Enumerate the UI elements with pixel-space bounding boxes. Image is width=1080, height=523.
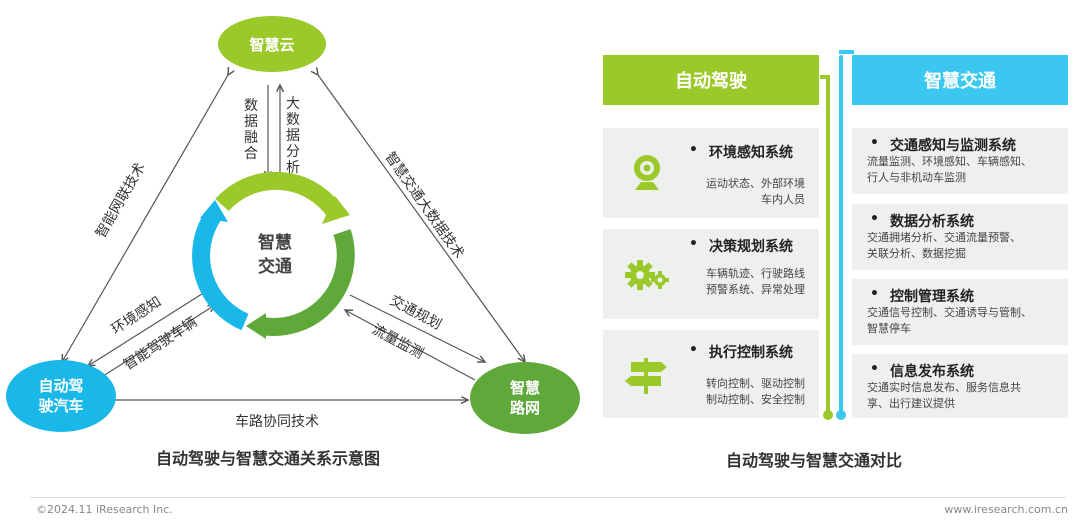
ring-arc-top xyxy=(215,171,343,218)
footer-copyright: ©2024.11 iResearch Inc. xyxy=(36,503,173,516)
card-control-management-bullet: • xyxy=(870,286,879,302)
node-smart-cloud-label: 智慧云 xyxy=(249,35,295,54)
node-smart-road-network-label: 智慧 路网 xyxy=(509,379,540,417)
green-connector-top xyxy=(820,75,830,79)
blue-connector-top xyxy=(839,50,854,54)
ring-arrow-top xyxy=(322,196,350,224)
node-smart-road-network: 智慧 路网 xyxy=(470,362,580,434)
card-control-management: • 控制管理系统 交通信号控制、交通诱导与管制、 智慧停车 xyxy=(852,279,1068,345)
card-execution-control: • 执行控制系统 转向控制、驱动控制 制动控制、安全控制 xyxy=(603,330,819,418)
footer-divider xyxy=(30,497,1066,498)
card-traffic-monitoring-title: 交通感知与监测系统 xyxy=(890,138,1016,154)
card-info-release-desc: 交通实时信息发布、服务信息共 享、出行建议提供 xyxy=(867,381,1021,410)
ring-arc-right xyxy=(260,229,355,336)
label-big-data-analysis: 大数据分析 xyxy=(286,96,300,176)
card-env-perception-bullet: • xyxy=(689,142,698,158)
card-data-analysis-title: 数据分析系统 xyxy=(890,214,974,230)
center-smart-traffic-label: 智慧 交通 xyxy=(258,233,292,277)
card-data-analysis-desc: 交通拥堵分析、交通流量预警、 关联分析、数据挖掘 xyxy=(867,231,1021,260)
card-control-management-desc: 交通信号控制、交通诱导与管制、 智慧停车 xyxy=(867,306,1032,335)
card-control-management-title: 控制管理系统 xyxy=(890,289,974,305)
right-caption: 自动驾驶与智慧交通对比 xyxy=(726,451,903,470)
card-data-analysis-bullet: • xyxy=(870,211,879,227)
center-network-arrow xyxy=(349,294,485,362)
cloud-network-arrow xyxy=(318,75,525,362)
card-env-perception: • 环境感知系统 运动状态、外部环境 车内人员 xyxy=(603,128,819,218)
card-traffic-monitoring-desc: 流量监测、环境感知、车辆感知、 行人与非机动车监测 xyxy=(867,155,1032,184)
webcam-icon xyxy=(634,155,660,190)
ring-arrow-right xyxy=(246,313,266,339)
card-decision-planning-desc: 车辆轨迹、行驶路线 预警系统、异常处理 xyxy=(706,267,805,296)
footer-website: www.iresearch.com.cn xyxy=(944,503,1068,516)
gears-icon xyxy=(625,260,669,290)
node-autonomous-vehicle: 自动驾 驶汽车 xyxy=(6,360,116,432)
relationship-diagram xyxy=(0,0,560,470)
card-traffic-monitoring-bullet: • xyxy=(870,135,879,151)
vehicle-center-arrow xyxy=(99,305,215,379)
network-center-arrow xyxy=(345,310,476,381)
label-vehicle-road-coop: 车路协同技术 xyxy=(235,414,319,430)
cloud-vehicle-arrow xyxy=(62,75,228,362)
card-traffic-monitoring: • 交通感知与监测系统 流量监测、环境感知、车辆感知、 行人与非机动车监测 xyxy=(852,128,1068,194)
label-data-fusion: 数据融合 xyxy=(244,98,258,162)
card-execution-control-desc: 转向控制、驱动控制 制动控制、安全控制 xyxy=(706,377,805,406)
card-info-release-title: 信息发布系统 xyxy=(890,364,974,380)
signpost-icon xyxy=(625,358,667,394)
card-env-perception-title: 环境感知系统 xyxy=(709,145,793,161)
ring-arrow-left xyxy=(200,200,228,222)
smart-traffic-header: 智慧交通 xyxy=(852,55,1068,105)
ring-arc-left xyxy=(192,211,249,331)
autonomous-driving-header: 自动驾驶 xyxy=(603,55,819,105)
card-env-perception-desc: 运动状态、外部环境 车内人员 xyxy=(706,177,805,206)
node-autonomous-vehicle-label: 自动驾 驶汽车 xyxy=(38,377,84,415)
card-info-release: • 信息发布系统 交通实时信息发布、服务信息共 享、出行建议提供 xyxy=(852,354,1068,418)
card-decision-planning: • 决策规划系统 车辆轨迹、行驶路线 预警系统、异常处理 xyxy=(603,229,819,319)
card-execution-control-bullet: • xyxy=(689,342,698,358)
card-info-release-bullet: • xyxy=(870,361,879,377)
card-decision-planning-title: 决策规划系统 xyxy=(709,239,793,255)
blue-connector xyxy=(839,55,843,418)
left-caption: 自动驾驶与智慧交通关系示意图 xyxy=(156,449,381,468)
node-smart-cloud: 智慧云 xyxy=(218,16,326,72)
card-decision-planning-bullet: • xyxy=(689,236,698,252)
blue-connector-dot xyxy=(836,410,846,420)
card-execution-control-title: 执行控制系统 xyxy=(709,345,793,361)
card-data-analysis: • 数据分析系统 交通拥堵分析、交通流量预警、 关联分析、数据挖掘 xyxy=(852,204,1068,270)
center-vehicle-arrow xyxy=(88,291,206,366)
green-connector xyxy=(826,75,830,418)
green-connector-dot xyxy=(823,410,833,420)
